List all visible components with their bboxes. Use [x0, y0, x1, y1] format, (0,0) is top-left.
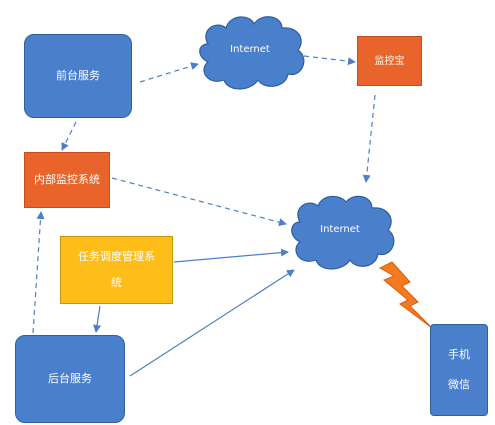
front-service-node: 前台服务 [24, 34, 132, 118]
cloud-icon [199, 16, 305, 90]
phone-label: 手机 [448, 347, 470, 361]
cloud-icon [291, 195, 395, 270]
back-service-label: 后台服务 [48, 371, 92, 385]
wechat-label: 微信 [448, 378, 470, 391]
arrow-back-to-cloud [129, 269, 295, 377]
arrow-internal-to-cloud [111, 177, 287, 227]
arrow-back-to-internal [32, 211, 45, 334]
monitor-bao-node: 监控宝 [357, 36, 422, 86]
phone-wechat-node: 手机 微信 [430, 324, 488, 416]
internal-monitor-node: 内部监控系统 [24, 152, 110, 208]
back-service-node: 后台服务 [15, 335, 125, 423]
arrow-cloud-to-monitor [303, 55, 356, 66]
internet-top-label: Internet [230, 44, 270, 55]
lightning-icon [378, 261, 433, 329]
arrow-scheduler-to-back [93, 305, 102, 333]
arrow-front-to-internal [61, 121, 77, 151]
internal-monitor-label: 内部监控系统 [34, 172, 100, 186]
front-service-label: 前台服务 [56, 68, 100, 82]
internet-center-label: Internet [320, 224, 360, 235]
scheduler-label-line2: 统 [111, 276, 122, 289]
monitor-bao-label: 监控宝 [374, 55, 405, 67]
arrow-front-to-cloud [139, 62, 199, 83]
arrow-scheduler-to-cloud [173, 248, 289, 263]
scheduler-label-line1: 任务调度管理系 [78, 249, 155, 263]
scheduler-node: 任务调度管理系 统 [60, 236, 173, 304]
arrow-monitor-to-cloud [362, 94, 376, 183]
